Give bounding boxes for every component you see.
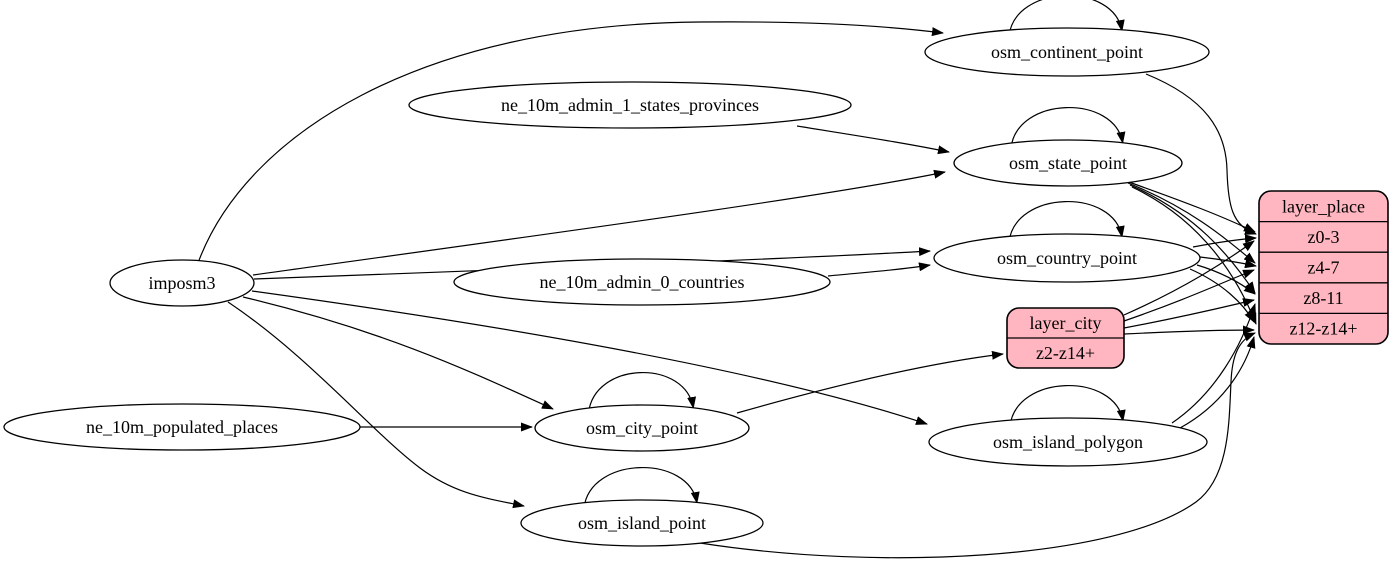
edge-selfloop-osm_city_point xyxy=(587,372,697,414)
edge-osm_country_point-to-layer_place-z0-3 xyxy=(1192,234,1257,248)
node-osm_state_point: osm_state_point xyxy=(953,139,1183,187)
node-label-ne_10m_admin_0_countries: ne_10m_admin_0_countries xyxy=(540,272,745,292)
edge-osm_state_point-to-layer_place-z8-11 xyxy=(1129,184,1256,294)
edge-selfloop-osm_continent_point xyxy=(1008,0,1125,37)
record-shape-layer_place xyxy=(1258,190,1389,345)
node-label-osm_country_point: osm_country_point xyxy=(997,248,1137,268)
edge-imposm3-to-osm_island_polygon xyxy=(251,290,928,425)
edge-selfloop-osm_state_point xyxy=(1010,107,1126,149)
edge-osm_island_polygon-to-layer_place-z8-11 xyxy=(1171,303,1256,424)
edge-layer_city-to-layer_place-z8-11 xyxy=(1123,298,1255,329)
record-layer_place: layer_place z0-3 z4-7 z8-11 z12-z14+ xyxy=(1258,190,1389,345)
node-label-ne_10m_admin_1_states_provinces: ne_10m_admin_1_states_provinces xyxy=(501,95,759,115)
node-shape-osm_continent_point xyxy=(924,27,1210,77)
node-shape-osm_city_point xyxy=(534,404,750,452)
node-label-osm_city_point: osm_city_point xyxy=(586,418,698,438)
node-label-osm_continent_point: osm_continent_point xyxy=(991,42,1143,62)
node-osm_island_point: osm_island_point xyxy=(520,499,764,547)
edge-osm_island_point-to-layer_place-z12-z14 xyxy=(699,332,1256,559)
node-osm_continent_point: osm_continent_point xyxy=(924,27,1210,77)
node-shape-ne_10m_admin_0_countries xyxy=(453,258,831,306)
node-shape-osm_country_point xyxy=(933,233,1201,283)
node-osm_island_polygon: osm_island_polygon xyxy=(928,417,1208,467)
edge-imposm3-to-osm_state_point xyxy=(252,169,946,276)
edge-imposm3-to-osm_island_point xyxy=(227,301,525,509)
edge-osm_continent_point-to-layer_place-z0-3 xyxy=(1145,73,1257,235)
edge-osm_country_point-to-layer_place-z4-7 xyxy=(1199,256,1257,269)
node-label-osm_state_point: osm_state_point xyxy=(1009,153,1127,173)
node-shape-osm_state_point xyxy=(953,139,1183,187)
node-label-osm_island_polygon: osm_island_polygon xyxy=(993,432,1143,452)
node-shape-osm_island_polygon xyxy=(928,417,1208,467)
record-row-layer_place-z4-7: z4-7 xyxy=(1308,258,1340,278)
edge-selfloop-osm_island_polygon xyxy=(1009,385,1126,427)
record-row-layer_place-z12-z14+: z12-z14+ xyxy=(1289,319,1357,339)
record-row-layer_place-z8-11: z8-11 xyxy=(1303,288,1343,308)
edge-layer_city-to-layer_place-z0-3 xyxy=(1123,240,1255,316)
edge-imposm3-to-osm_city_point xyxy=(242,296,554,410)
edge-layer_city-to-layer_place-z12-z14 xyxy=(1123,325,1255,335)
edge-osm_state_point-to-layer_place-z4-7 xyxy=(1127,182,1256,264)
node-label-imposm3: imposm3 xyxy=(148,273,215,293)
node-shape-ne_10m_admin_1_states_provinces xyxy=(408,81,852,129)
node-shape-osm_island_point xyxy=(520,499,764,547)
edge-osm_state_point-to-layer_place-z0-3 xyxy=(1125,180,1256,233)
record-row-layer_place-z0-3: z0-3 xyxy=(1308,227,1340,247)
node-shape-imposm3 xyxy=(109,259,255,307)
record-header-layer_place: layer_place xyxy=(1282,196,1365,216)
node-osm_country_point: osm_country_point xyxy=(933,233,1201,283)
node-ne_10m_admin_0_countries: ne_10m_admin_0_countries xyxy=(453,258,831,306)
node-label-ne_10m_populated_places: ne_10m_populated_places xyxy=(86,417,278,437)
node-label-osm_island_point: osm_island_point xyxy=(578,513,706,533)
edge-osm_city_point-to-layer_city-z2-z14 xyxy=(736,350,1004,414)
edge-imposm3-to-osm_continent_point xyxy=(197,21,944,264)
edge-ne_10m_admin_0-to-osm_country_point xyxy=(827,262,931,277)
node-osm_city_point: osm_city_point xyxy=(534,404,750,452)
node-ne_10m_populated_places: ne_10m_populated_places xyxy=(3,403,361,451)
edge-selfloop-osm_country_point xyxy=(1008,201,1125,243)
node-ne_10m_admin_1_states_provinces: ne_10m_admin_1_states_provinces xyxy=(408,81,852,129)
node-imposm3: imposm3 xyxy=(109,259,255,307)
edge-osm_island_polygon-to-layer_place-z12-z14 xyxy=(1179,336,1256,429)
edge-ne_10m_admin_1-to-osm_state_point xyxy=(796,125,950,155)
node-shape-ne_10m_populated_places xyxy=(3,403,361,451)
record-header-layer_city: layer_city xyxy=(1030,313,1102,333)
edge-layer_city-to-layer_place-z4-7 xyxy=(1123,269,1255,322)
record-row-layer_city-z2-z14+: z2-z14+ xyxy=(1036,343,1095,363)
edge-selfloop-osm_island_point xyxy=(583,467,700,509)
record-layer_city: layer_city z2-z14+ xyxy=(1006,307,1125,369)
